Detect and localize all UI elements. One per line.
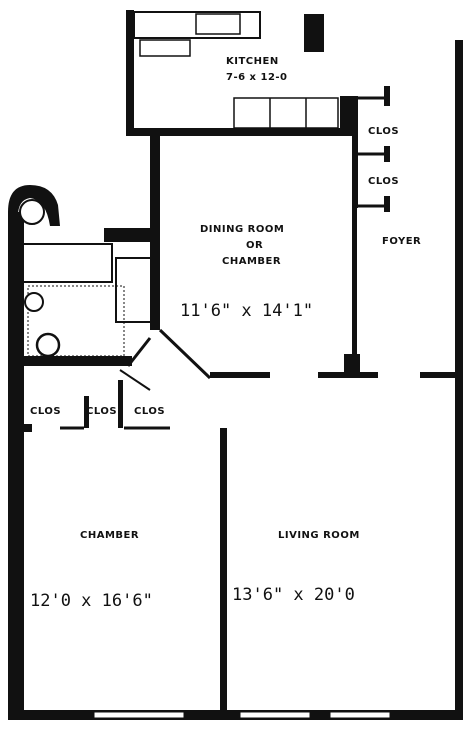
closet-label-right-bottom: CLOS [368,176,399,187]
kitchen-dims: 7-6 x 12-0 [226,72,288,83]
mid-walls [8,372,460,432]
chamber-living-partition [220,428,227,720]
right-closets [352,86,390,212]
chamber-label: CHAMBER [80,530,139,541]
foyer-label: FOYER [382,236,421,247]
chamber-dims: 12'0 x 16'6" [30,591,153,611]
living-room-dims: 13'6" x 20'0 [232,585,355,605]
closet-label-left-1: CLOS [30,406,61,417]
kitchen-label: KITCHEN [226,56,279,67]
dining-label-line3: CHAMBER [222,256,281,267]
dining-dims: 11'6" x 14'1" [180,301,313,321]
exterior-walls [8,14,463,720]
bathroom [8,228,160,366]
closet-label-right-top: CLOS [368,126,399,137]
kitchen-area [126,10,358,136]
dining-label-line2: OR [246,240,263,251]
closet-label-left-3: CLOS [134,406,165,417]
hall-door-lines [119,328,212,391]
living-room-label: LIVING ROOM [278,530,360,541]
closet-label-left-2: CLOS [86,406,117,417]
dining-partition [150,128,360,374]
dining-label-line1: DINING ROOM [200,224,284,235]
windows [93,711,391,719]
